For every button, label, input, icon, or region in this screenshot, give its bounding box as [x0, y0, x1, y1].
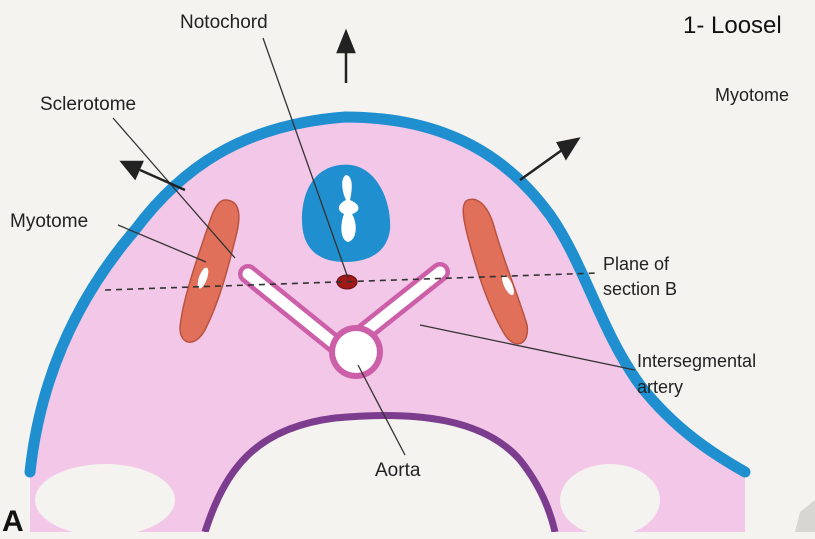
heading-text: 1- Loosel: [683, 12, 782, 40]
aorta-lumen: [335, 331, 377, 373]
notochord-label: Notochord: [180, 12, 268, 34]
myotome-label: Myotome: [10, 211, 88, 233]
myotome-side-label: Myotome: [715, 84, 789, 106]
plane-of-section-label-line1: Plane of: [603, 253, 669, 275]
sclerotome-label: Sclerotome: [40, 94, 136, 116]
intersegmental-artery-label-line1: Intersegmental: [637, 350, 756, 372]
intersegmental-artery-label-line2: artery: [637, 376, 683, 398]
figure-corner-letter: A: [2, 505, 24, 539]
aorta-label: Aorta: [375, 460, 420, 482]
plane-of-section-label-line2: section B: [603, 278, 677, 300]
page-corner: [795, 500, 815, 532]
